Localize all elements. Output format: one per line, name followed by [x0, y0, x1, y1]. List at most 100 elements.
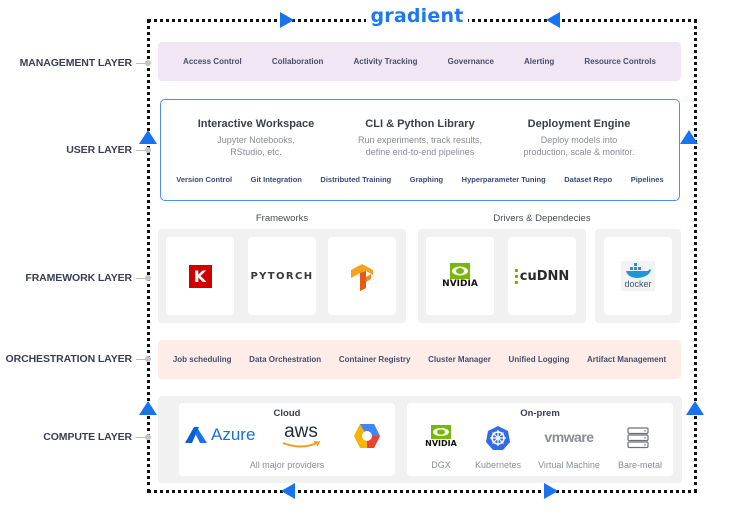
- orchestration-item: Artifact Management: [587, 355, 667, 364]
- logo-background: [366, 6, 468, 32]
- onprem-item-vm: vmware: [537, 429, 601, 447]
- aws-logo-text: aws: [284, 421, 318, 442]
- connector-dot: [145, 275, 151, 281]
- cloud-card: Cloud Azure aws All major providers: [179, 403, 395, 476]
- aws-logo: aws: [281, 421, 321, 449]
- onprem-title: On-prem: [520, 408, 560, 419]
- feature-desc: Run experiments, track results,: [357, 135, 483, 145]
- docker-logo: docker: [621, 261, 655, 291]
- onprem-label-dgx: DGX: [431, 460, 451, 470]
- orchestration-item: Job scheduling: [172, 355, 232, 364]
- connector-line: [136, 437, 148, 438]
- connector-dot: [145, 60, 151, 66]
- feature-title: CLI & Python Library: [365, 118, 475, 130]
- gradient-logo: gradient: [370, 5, 464, 27]
- tensorflow-card: [328, 237, 396, 315]
- cudnn-card: cuDNN: [508, 237, 576, 315]
- loop-right-line: [694, 19, 697, 493]
- aws-smile-icon: [282, 441, 321, 448]
- pytorch-logo: PYTORCH: [250, 270, 314, 282]
- vmware-logo: vmware: [544, 429, 594, 445]
- connector-line: [136, 359, 148, 360]
- orchestration-item: Cluster Manager: [428, 355, 491, 364]
- nvidia-eye-icon: [449, 263, 470, 279]
- arrow-up-icon: [139, 130, 157, 144]
- user-layer-label: USER LAYER: [66, 144, 132, 156]
- pytorch-card: PYTORCH: [248, 237, 316, 315]
- user-tag: Distributed Training: [320, 175, 392, 184]
- onprem-label-baremetal: Bare-metal: [617, 460, 662, 470]
- nvidia-logo: NVIDIA: [442, 263, 478, 289]
- orchestration-layer-label: ORCHESTRATION LAYER: [5, 353, 133, 365]
- onprem-card: On-prem NVIDIA DGX Kubernetes vmware Vir…: [407, 403, 673, 476]
- management-item: Governance: [447, 57, 494, 66]
- framework-layer-label: FRAMEWORK LAYER: [25, 272, 132, 284]
- gcp-hexagon-icon: [354, 424, 380, 448]
- onprem-item-baremetal: [627, 427, 649, 454]
- orchestration-item: Data Orchestration: [249, 355, 322, 364]
- feature-title: Deployment Engine: [527, 118, 631, 130]
- azure-logo-text: Azure: [211, 425, 256, 444]
- onprem-item-dgx: NVIDIA: [419, 425, 463, 448]
- nvidia-card: NVIDIA: [426, 237, 494, 315]
- feature-deployment-engine: Deployment Engine Deploy models into pro…: [494, 118, 664, 158]
- keras-logo-text: K: [193, 266, 207, 286]
- management-layer-panel: Access Control Collaboration Activity Tr…: [158, 42, 681, 81]
- user-tag: Graphing: [409, 175, 444, 184]
- onprem-label-vm: Virtual Machine: [538, 460, 600, 470]
- kubernetes-logo: [486, 426, 510, 450]
- management-item: Collaboration: [271, 57, 324, 66]
- feature-interactive-workspace: Interactive Workspace Jupyter Notebooks,…: [171, 118, 341, 158]
- feature-desc: Deploy models into: [540, 135, 618, 145]
- keras-logo: K: [188, 264, 212, 288]
- arrow-left-icon: [546, 12, 560, 28]
- user-tag: Pipelines: [630, 175, 664, 184]
- feature-desc: define end-to-end pipelines: [365, 147, 475, 157]
- arrow-up-icon: [680, 130, 698, 144]
- frameworks-title: Frameworks: [255, 213, 309, 224]
- cudnn-logo: cuDNN: [514, 268, 569, 284]
- docker-logo-text: docker: [624, 279, 652, 289]
- management-item: Access Control: [183, 57, 242, 66]
- compute-layer-label: COMPUTE LAYER: [43, 431, 132, 443]
- feature-cli-python-library: CLI & Python Library Run experiments, tr…: [335, 118, 505, 158]
- onprem-item-kubernetes: [485, 425, 511, 456]
- azure-icon: [185, 427, 207, 443]
- loop-bottom-line: [148, 490, 697, 493]
- arrow-up-icon: [686, 401, 704, 415]
- keras-card: K: [166, 237, 234, 315]
- frameworks-panel: K PYTORCH: [158, 229, 406, 323]
- drivers-panel: NVIDIA cuDNN: [418, 229, 586, 323]
- management-item: Activity Tracking: [353, 57, 418, 66]
- compute-layer-panel: Cloud Azure aws All major providers: [158, 396, 682, 483]
- arrow-left-icon: [281, 483, 295, 499]
- user-tag: Hyperparameter Tuning: [461, 175, 546, 184]
- feature-desc: RStudio, etc.: [230, 147, 282, 157]
- onprem-label-kubernetes: Kubernetes: [474, 460, 522, 470]
- user-tag: Git Integration: [250, 175, 302, 184]
- user-layer-panel: Interactive Workspace Jupyter Notebooks,…: [160, 99, 680, 201]
- drivers-title: Drivers & Dependecies: [493, 213, 591, 224]
- user-tag: Dataset Repo: [564, 175, 613, 184]
- docker-whale-icon: [626, 263, 651, 278]
- nvidia-eye-icon: [431, 425, 451, 439]
- arrow-up-icon: [139, 401, 157, 415]
- arrow-right-icon: [544, 483, 558, 499]
- nvidia-logo-text: NVIDIA: [442, 279, 478, 289]
- feature-title: Interactive Workspace: [197, 118, 315, 130]
- loop-left-line: [147, 19, 150, 493]
- azure-logo: Azure: [183, 425, 255, 445]
- nvidia-logo-text: NVIDIA: [425, 439, 457, 448]
- cloud-title: Cloud: [273, 408, 301, 419]
- user-tags: Version Control Git Integration Distribu…: [161, 175, 679, 184]
- connector-dot: [145, 356, 151, 362]
- orchestration-layer-panel: Job scheduling Data Orchestration Contai…: [158, 340, 681, 379]
- connector-line: [136, 150, 148, 151]
- gcp-logo: [353, 423, 381, 454]
- connector-dot: [145, 434, 151, 440]
- management-layer-label: MANAGEMENT LAYER: [19, 57, 132, 69]
- arrow-right-icon: [280, 12, 294, 28]
- tensorflow-logo: [351, 264, 373, 291]
- feature-desc: Jupyter Notebooks,: [217, 135, 295, 145]
- feature-desc: production, scale & monitor.: [523, 147, 635, 157]
